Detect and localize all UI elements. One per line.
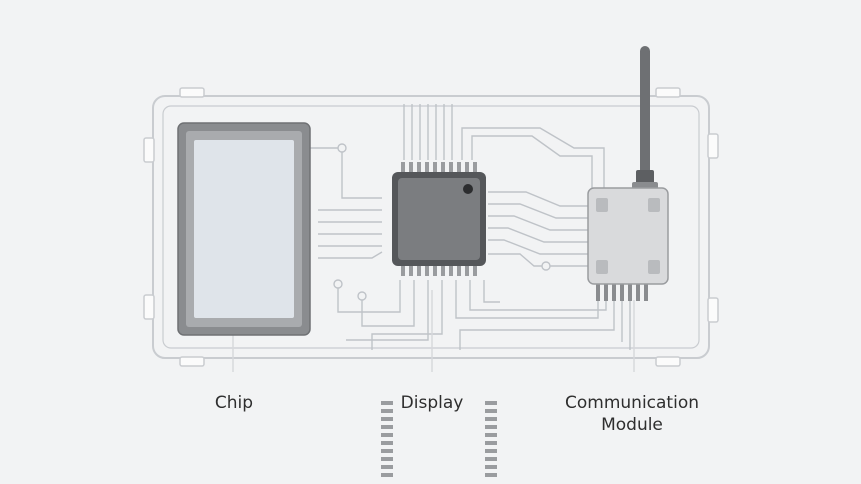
chip-pin <box>381 425 393 429</box>
chip-pin <box>441 265 445 276</box>
chip-pin <box>381 401 393 405</box>
module-pin <box>612 283 616 301</box>
chip-pin <box>449 265 453 276</box>
chip-pin <box>441 162 445 173</box>
chip-pin <box>417 265 421 276</box>
module-pin <box>596 283 600 301</box>
chip-pin <box>425 162 429 173</box>
chip-pin <box>381 449 393 453</box>
chip-pin <box>449 162 453 173</box>
chip-pin <box>485 473 497 477</box>
chip-pin <box>457 162 461 173</box>
chip-pin <box>401 265 405 276</box>
chip-pin <box>381 433 393 437</box>
chip-pin <box>485 449 497 453</box>
chip-pin <box>409 162 413 173</box>
chip-pin <box>381 457 393 461</box>
label-chip: Chip <box>214 393 254 413</box>
label-display: Display <box>400 393 464 413</box>
module-pin <box>644 283 648 301</box>
module-pin <box>620 283 624 301</box>
chip-pin <box>381 465 393 469</box>
module-pin <box>636 283 640 301</box>
chip-pin <box>485 417 497 421</box>
chip-pin <box>381 473 393 477</box>
chip-pin <box>465 162 469 173</box>
module-pin <box>628 283 632 301</box>
pin1-marker-dot <box>463 184 473 194</box>
chip-pin <box>485 465 497 469</box>
chip-pin <box>485 425 497 429</box>
processor-chip <box>381 162 497 477</box>
circuit-traces <box>232 104 635 372</box>
device-enclosure <box>152 95 710 359</box>
chip-pin <box>485 457 497 461</box>
chip-pin <box>425 265 429 276</box>
trace-vias <box>333 143 551 301</box>
chip-pin <box>433 162 437 173</box>
label-communication-module: Communication Module <box>565 393 699 435</box>
module-pin <box>604 283 608 301</box>
chip-pin <box>473 265 477 276</box>
chip-pin <box>401 162 405 173</box>
chip-pin <box>485 433 497 437</box>
chip-pin <box>381 441 393 445</box>
chip-pin <box>473 162 477 173</box>
chip-pin <box>381 417 393 421</box>
chip-pin <box>457 265 461 276</box>
chip-pin <box>433 265 437 276</box>
communication-module <box>587 46 669 301</box>
enclosure-tabs <box>143 87 719 367</box>
chip-pin <box>381 409 393 413</box>
antenna <box>640 46 650 182</box>
chip-pin <box>485 401 497 405</box>
screen-component <box>177 122 311 336</box>
chip-pin <box>485 409 497 413</box>
chip-pin <box>465 265 469 276</box>
chip-pin <box>485 441 497 445</box>
chip-pin <box>417 162 421 173</box>
chip-pin <box>409 265 413 276</box>
